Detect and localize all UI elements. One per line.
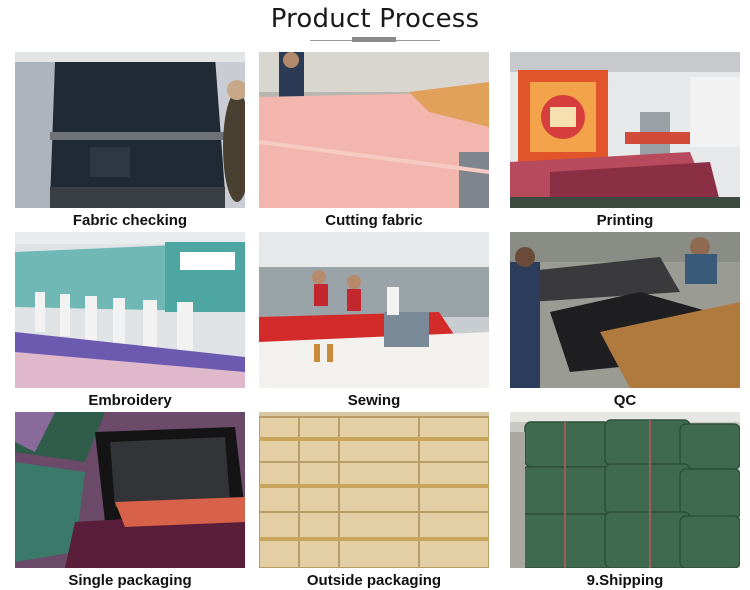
qc-photo [510, 232, 740, 388]
step-caption: 9.Shipping [586, 572, 664, 589]
cutting-fabric-photo [259, 52, 489, 208]
step-caption: Embroidery [88, 392, 172, 409]
fabric-checking-photo [15, 52, 245, 208]
step-caption: Fabric checking [72, 212, 188, 229]
sewing-photo [259, 232, 489, 388]
outside-packaging-photo [259, 412, 489, 568]
printing-photo [510, 52, 740, 208]
embroidery-photo [15, 232, 245, 388]
page-title: Product Process [270, 4, 480, 34]
title-divider-accent [352, 37, 396, 42]
step-caption: Sewing [347, 392, 401, 409]
single-packaging-photo [15, 412, 245, 568]
step-caption: Single packaging [68, 572, 192, 589]
step-caption: Cutting fabric [325, 212, 423, 229]
step-caption: QC [613, 392, 637, 409]
shipping-photo [510, 412, 740, 568]
step-caption: Printing [596, 212, 654, 229]
step-caption: Outside packaging [306, 572, 442, 589]
